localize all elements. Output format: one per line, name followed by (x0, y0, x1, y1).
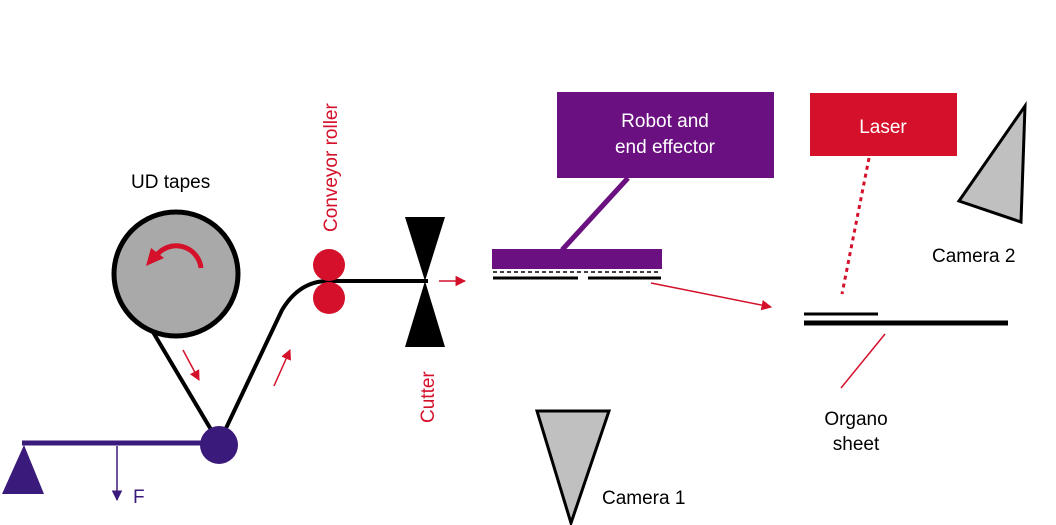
organo-label-line1: Organo (824, 409, 887, 430)
cutter-top-blade (405, 217, 445, 281)
cutter-label: Cutter (418, 371, 439, 423)
tension-roller (200, 426, 238, 464)
end-effector (492, 249, 662, 269)
conveyor-roller-top (313, 249, 345, 281)
organo-leader (840, 333, 886, 389)
pivot-triangle-icon (2, 445, 44, 494)
cutter-bottom-blade (405, 281, 445, 347)
robot-box (557, 92, 774, 178)
laser-box (810, 93, 957, 156)
robot-arm (560, 176, 630, 252)
ud-tape-spool (111, 209, 241, 339)
flow-arrow-robot (650, 282, 773, 311)
camera2-icon (956, 100, 1027, 225)
camera1-icon (534, 409, 612, 525)
flow-arrow-down (182, 349, 200, 381)
conveyor-roller-bottom (313, 282, 345, 314)
laser-beam (840, 157, 871, 295)
robot-label-line1: Robot and (621, 111, 709, 132)
laser-label: Laser (859, 117, 907, 138)
flow-arrow-up (273, 349, 291, 387)
rotation-arrow-icon (153, 243, 204, 269)
camera2-label: Camera 2 (932, 246, 1015, 267)
organo-label-line2: sheet (833, 434, 880, 455)
ud-tapes-label: UD tapes (131, 172, 210, 193)
force-label: F (133, 487, 145, 508)
robot-label-line2: end effector (615, 137, 716, 158)
tape-path (126, 278, 428, 448)
camera1-label: Camera 1 (602, 488, 685, 509)
conveyor-roller-label: Conveyor roller (321, 103, 342, 232)
